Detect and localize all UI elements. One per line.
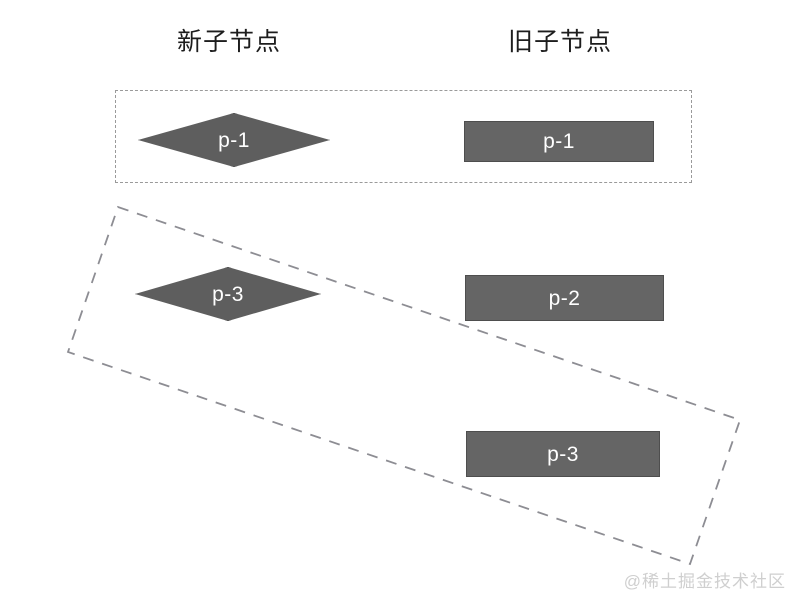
diamond-shape [138, 113, 330, 167]
diamond-shape [135, 267, 321, 321]
group-outline-match-p1 [115, 90, 692, 183]
column-header-old-children: 旧子节点 [507, 28, 612, 56]
node-old-p1[interactable]: p-1 [464, 121, 654, 162]
watermark: @稀土掘金技术社区 [623, 572, 786, 591]
node-old-p2[interactable]: p-2 [465, 275, 664, 321]
node-new-p1[interactable]: p-1 [138, 113, 330, 167]
group-outline-match-p3-shape [66, 205, 742, 566]
node-label: p-3 [547, 442, 579, 466]
node-label: p-1 [543, 130, 575, 153]
column-header-new-children: 新子节点 [176, 28, 281, 56]
node-new-p3[interactable]: p-3 [135, 267, 321, 321]
node-old-p3[interactable]: p-3 [466, 431, 660, 477]
node-label: p-2 [548, 286, 581, 310]
